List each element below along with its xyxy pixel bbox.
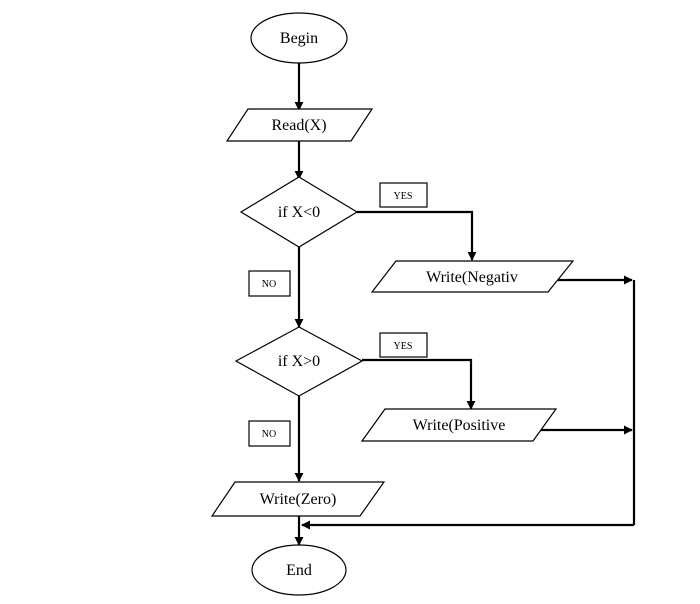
no-tag-1: NO [248,270,291,297]
read-label: Read(X) [271,117,326,134]
begin-label: Begin [280,30,318,47]
edge-cond2-yes [362,358,476,410]
decision-2-label: if X>0 [278,353,320,370]
read-node: Read(X) [225,108,374,142]
yes-tag-2: YES [379,332,428,358]
decision-x-less-than-zero: if X<0 [239,176,359,248]
write-zero-label: Write(Zero) [260,491,337,508]
end-node: End [251,544,347,596]
yes-tag-2-label: YES [394,341,413,352]
begin-node: Begin [250,12,348,64]
no-tag-2: NO [248,420,291,447]
yes-tag-1: YES [379,182,428,208]
yes-tag-1-label: YES [394,191,413,202]
write-negative-label: Write(Negativ [426,269,518,286]
write-negative-node: Write(Negativ [370,260,575,293]
connectors [294,63,636,546]
decision-x-greater-than-zero: if X>0 [234,326,364,397]
decision-1-label: if X<0 [278,204,320,221]
no-tag-1-label: NO [262,279,276,290]
write-positive-label: Write(Positive [413,417,506,434]
no-tag-2-label: NO [262,429,276,440]
edge-cond1-yes [357,210,477,261]
write-zero-node: Write(Zero) [210,481,386,517]
end-label: End [286,562,312,579]
write-positive-node: Write(Positive [360,408,558,442]
